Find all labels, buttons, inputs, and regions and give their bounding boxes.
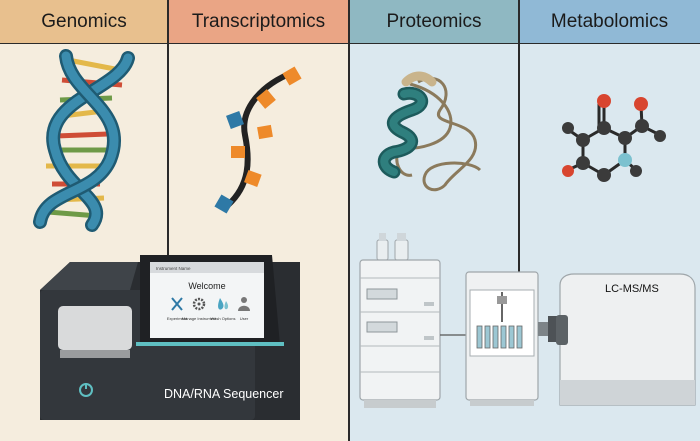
molecule-icon <box>562 94 666 182</box>
screen-welcome-title: Welcome <box>188 281 225 291</box>
screen-topbar-text: Instrument Name <box>156 266 191 271</box>
screen-item-manage: Manage Instrument <box>182 316 217 321</box>
manage-gear-icon <box>192 297 206 311</box>
experiment-icon <box>171 297 183 311</box>
divider-2 <box>348 0 350 441</box>
lc-ms-ms-label: LC-MS/MS <box>605 283 659 295</box>
protein-structure-icon <box>377 71 482 192</box>
header-proteomics: Proteomics <box>349 0 519 44</box>
rna-strand-icon <box>214 66 302 214</box>
divider-3 <box>518 0 520 272</box>
screen-item-wash: Wash Options <box>211 316 236 321</box>
wash-drops-icon <box>218 298 229 310</box>
screen-item-experiment: Experiment <box>167 316 188 321</box>
header-metabolomics: Metabolomics <box>519 0 700 44</box>
header-transcriptomics: Transcriptomics <box>168 0 349 44</box>
user-icon <box>238 297 250 311</box>
screen-item-user: User <box>240 316 249 321</box>
header-genomics: Genomics <box>0 0 168 44</box>
lc-ms-ms-instrument: LC-MS/MS <box>556 273 696 406</box>
autosampler-instrument <box>465 271 562 406</box>
divider-1 <box>167 0 169 255</box>
hplc-stack-instrument <box>359 233 466 408</box>
sequencer-instrument: DNA/RNA Sequencer Instrument Name Welcom… <box>40 255 300 420</box>
dna-helix-icon <box>33 49 135 232</box>
sequencer-label: DNA/RNA Sequencer <box>164 387 284 401</box>
